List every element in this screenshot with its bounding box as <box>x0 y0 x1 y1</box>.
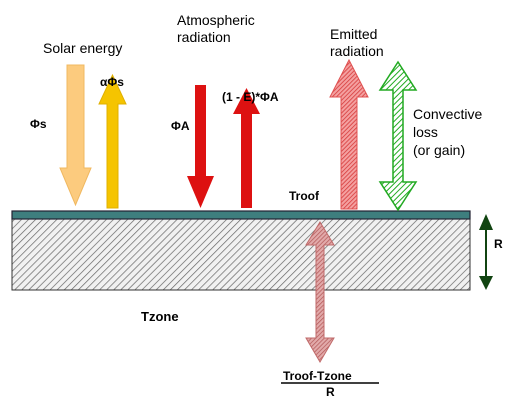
convective-arrow <box>378 60 418 212</box>
atmospheric-radiation-label-line2: radiation <box>177 29 231 45</box>
atmospheric-radiation-label-line1: Atmospheric <box>177 12 255 28</box>
flux-numerator-label: Troof-Tzone <box>283 369 352 383</box>
alpha-phi-s-label: αΦs <box>100 75 124 89</box>
phi-s-incident-label: Φs <box>30 117 47 131</box>
phi-a-incident-label: ΦA <box>171 119 190 133</box>
resistance-arrow <box>479 214 493 290</box>
convective-label-line2: loss <box>413 124 438 140</box>
roof-surface <box>11 210 471 220</box>
solar-energy-label: Solar energy <box>43 40 123 56</box>
zone-slab <box>11 218 471 291</box>
reemitted-atmospheric-label: (1 - E)*ΦA <box>222 90 279 104</box>
t-roof-label: Troof <box>289 189 319 203</box>
t-zone-label: Tzone <box>141 309 179 324</box>
solar-incident-arrow <box>59 64 92 207</box>
emitted-radiation-label-line2: radiation <box>330 43 384 59</box>
conduction-arrow <box>305 221 335 363</box>
emitted-radiation-arrow <box>329 58 369 210</box>
flux-denominator-label: R <box>326 385 335 399</box>
solar-reflected-arrow <box>98 73 127 209</box>
atmospheric-incident-arrow <box>187 85 214 208</box>
convective-label-line1: Convective <box>413 106 483 122</box>
emitted-radiation-label-line1: Emitted <box>330 26 378 42</box>
atmospheric-reemitted-arrow <box>233 88 260 208</box>
convective-label-line3: (or gain) <box>413 142 466 158</box>
resistance-label: R <box>494 237 503 251</box>
